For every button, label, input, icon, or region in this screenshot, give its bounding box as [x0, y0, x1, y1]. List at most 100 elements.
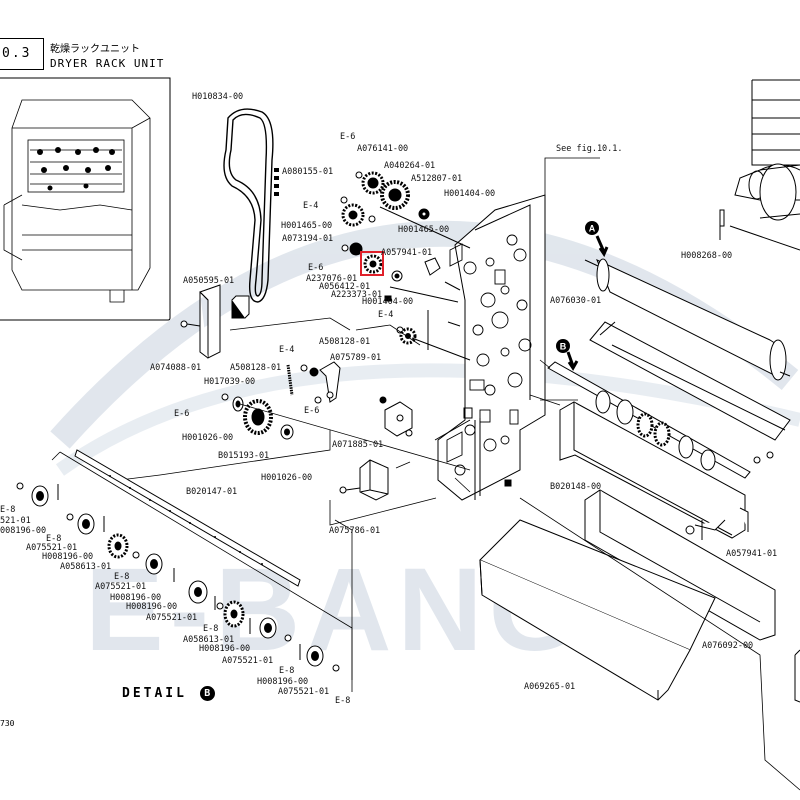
- figure-title-jp: 乾燥ラックユニット: [50, 44, 140, 55]
- label-A075521-01: A075521-01: [95, 582, 146, 592]
- label-H001404-00: H001404-00: [362, 297, 413, 307]
- label-E-4: E-4: [378, 310, 393, 320]
- bracket-A075786: [339, 459, 389, 501]
- label-B015193-01: B015193-01: [218, 451, 269, 461]
- e-ring-icon: [341, 244, 349, 252]
- label-E-8: E-8: [203, 624, 218, 634]
- pulley-icon: [349, 242, 363, 256]
- label-A058613-01: A058613-01: [60, 562, 111, 572]
- label-E-8: E-8: [279, 666, 294, 676]
- label-B020148-00: B020148-00: [550, 482, 601, 492]
- shafts-upper: [379, 206, 471, 361]
- label-E-8: E-8: [114, 572, 129, 582]
- lever-bracket: [424, 257, 441, 276]
- drive-chain: [223, 108, 279, 303]
- overview-inset: [0, 77, 171, 321]
- detail-badge: B: [199, 686, 215, 701]
- label-H017039-00: H017039-00: [204, 377, 255, 387]
- detail-parts: [16, 482, 340, 672]
- callout-b-letter: B: [560, 342, 567, 352]
- page-code: 730: [0, 719, 15, 728]
- label-E-6: E-6: [308, 263, 323, 273]
- gear-A076141: [361, 171, 385, 195]
- label-A057941-01: A057941-01: [381, 248, 432, 258]
- see-fig-label: See fig.10.1.: [556, 144, 623, 154]
- label-A076141-00: A076141-00: [357, 144, 408, 154]
- callout-a-letter: A: [589, 224, 596, 234]
- label-A075521-01: A075521-01: [222, 656, 273, 666]
- right-small-parts: [384, 209, 800, 703]
- roller-A076030: [584, 163, 800, 441]
- cover-A069265: [479, 519, 716, 701]
- label-E-8: E-8: [335, 696, 350, 706]
- label-H008196-00: H008196-00: [126, 602, 177, 612]
- label-H001026-00: H001026-00: [261, 473, 312, 483]
- gear-assembly-lower: [221, 393, 471, 471]
- label-521-01: 521-01: [0, 516, 31, 526]
- label-H008196-00: H008196-00: [110, 593, 161, 603]
- label-A508128-01: A508128-01: [230, 363, 281, 373]
- label-A075521-01: A075521-01: [278, 687, 329, 697]
- label-E-6: E-6: [340, 132, 355, 142]
- label-E-4: E-4: [279, 345, 294, 355]
- highlight-box[interactable]: [360, 251, 384, 276]
- plate-B020148: [559, 401, 776, 641]
- label-008196-00: 008196-00: [0, 526, 46, 536]
- label-E-6: E-6: [174, 409, 189, 419]
- label-A056412-01: A056412-01: [319, 282, 370, 292]
- callout-A: A: [585, 221, 609, 258]
- label-H010834-00: H010834-00: [192, 92, 243, 102]
- callout-B: B: [556, 339, 579, 371]
- label-E-6: E-6: [304, 406, 319, 416]
- highlighted-gear-A237076: [360, 251, 384, 276]
- label-A069265-01: A069265-01: [524, 682, 575, 692]
- e-ring-icon: [340, 196, 348, 204]
- label-A075521-01: A075521-01: [26, 543, 77, 553]
- bushing-icon: [368, 215, 376, 223]
- part-labels: H010834-00 E-6 A076141-00 A080155-01 A04…: [0, 92, 777, 706]
- roller-shaft-B: [547, 361, 774, 479]
- detail-shaft-B020147: [74, 449, 301, 587]
- label-H008196-00: H008196-00: [199, 644, 250, 654]
- label-H008196-00: H008196-00: [42, 552, 93, 562]
- detail-label: DETAIL: [122, 686, 187, 701]
- label-A075789-01: A075789-01: [330, 353, 381, 363]
- label-A076092-00: A076092-00: [702, 641, 753, 651]
- label-A050595-01: A050595-01: [183, 276, 234, 286]
- e-ring-icon: [355, 171, 363, 179]
- label-A508128-01: A508128-01: [319, 337, 370, 347]
- bracket-A074088: [180, 284, 250, 359]
- label-H001465-00: H001465-00: [281, 221, 332, 231]
- label-A223373-01: A223373-01: [331, 290, 382, 300]
- label-A237076-01: A237076-01: [306, 274, 357, 284]
- label-A075786-01: A075786-01: [329, 526, 380, 536]
- bracket-A071885: [379, 396, 413, 437]
- rear-bracket: [434, 407, 481, 500]
- label-A512807-01: A512807-01: [411, 174, 462, 184]
- label-A040264-01: A040264-01: [384, 161, 435, 171]
- figure-number-box: [0, 38, 44, 70]
- label-H001026-00: H001026-00: [182, 433, 233, 443]
- detail-frame: [51, 451, 353, 692]
- gear-A073194: [341, 203, 365, 227]
- guide-lines: [119, 157, 800, 791]
- label-E-8: E-8: [0, 505, 15, 515]
- label-A080155-01: A080155-01: [282, 167, 333, 177]
- label-A057941-01: A057941-01: [726, 549, 777, 559]
- label-A058613-01: A058613-01: [183, 635, 234, 645]
- side-frame-plate: [437, 194, 546, 501]
- tension-assembly: [286, 361, 341, 404]
- label-H001404-00: H001404-00: [444, 189, 495, 199]
- label-A074088-01: A074088-01: [150, 363, 201, 373]
- figure-number: 0.3: [2, 46, 32, 61]
- label-H001465-00: H001465-00: [398, 225, 449, 235]
- detail-b-title: DETAIL B: [122, 686, 215, 701]
- label-A071885-01: A071885-01: [332, 440, 383, 450]
- gear-A040264: [380, 180, 410, 210]
- gear-cluster-upper: [340, 171, 461, 345]
- label-E-4: E-4: [303, 201, 318, 211]
- label-A075521-01: A075521-01: [146, 613, 197, 623]
- label-H008268-00: H008268-00: [681, 251, 732, 261]
- label-A073194-01: A073194-01: [282, 234, 333, 244]
